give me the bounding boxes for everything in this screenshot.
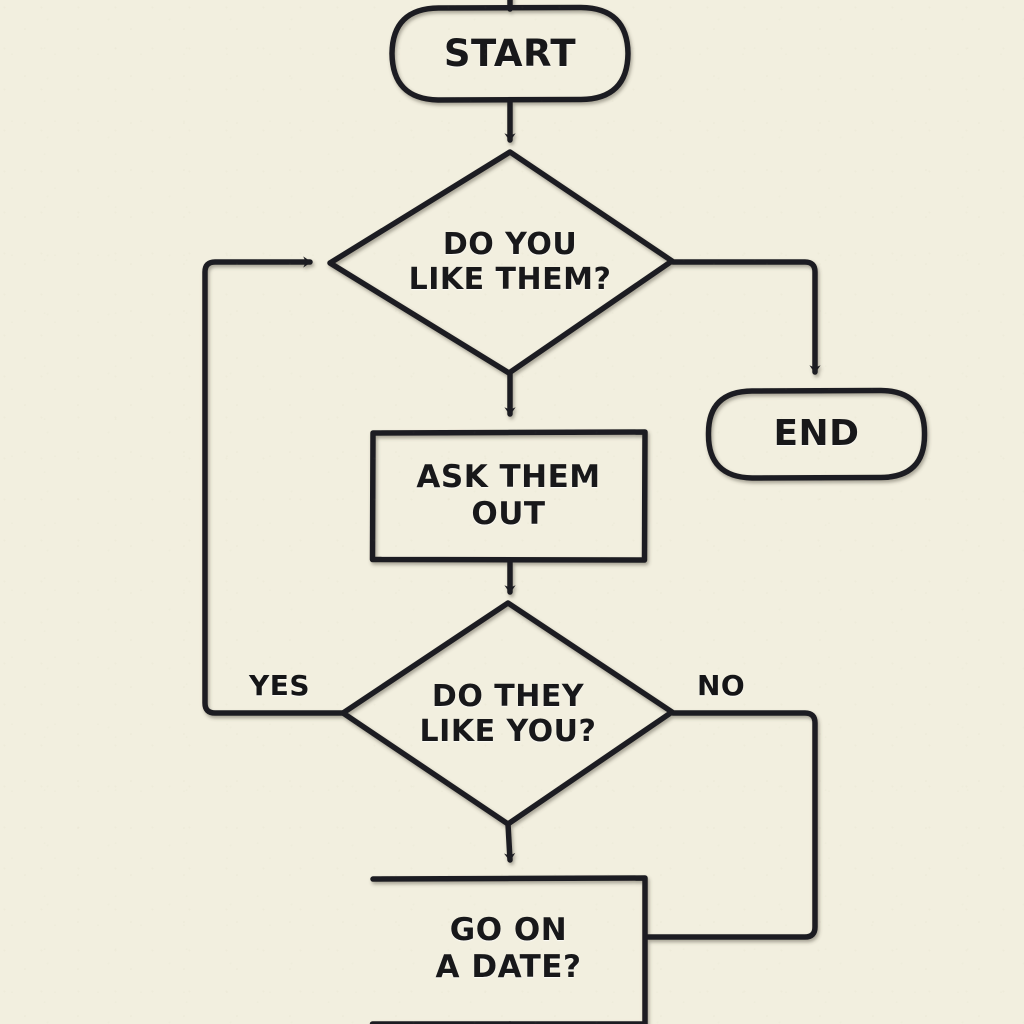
connector-like-them-to-end <box>670 259 821 375</box>
node-shape-like-them <box>327 149 675 376</box>
node-shape-go-on-a-date <box>369 875 648 1024</box>
connector-like-you-to-go-on-a-date <box>504 821 516 863</box>
node-shape-ask-them-out <box>369 429 648 563</box>
connector-like-you-no-to-go-on-a-date <box>645 710 818 940</box>
node-shape-like-you <box>340 600 675 827</box>
node-shape-start <box>389 4 631 103</box>
node-shape-end <box>705 387 928 481</box>
connector-like-you-yes-loop-back <box>202 256 346 716</box>
